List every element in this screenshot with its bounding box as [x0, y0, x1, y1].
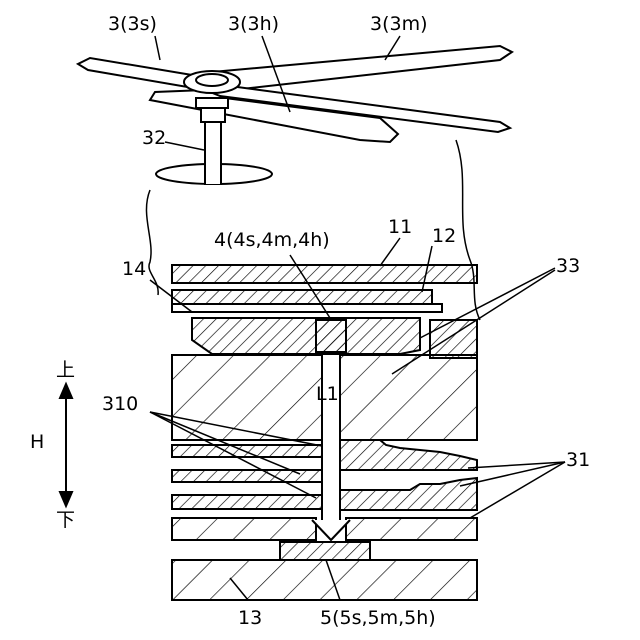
break-line-left: [146, 190, 158, 295]
hand-minute: [212, 46, 512, 92]
label-plate-12: 12: [432, 225, 456, 247]
element-4: [316, 320, 346, 352]
gear-layer-3r: [340, 478, 477, 510]
label-hand-minute: 3(3m): [370, 13, 428, 35]
body-33-right: [340, 355, 477, 440]
label-hand-hour: 3(3h): [228, 13, 279, 35]
label-dir-down: 下: [56, 509, 75, 531]
bottom-layer: [172, 518, 316, 540]
gear-layer-3: [172, 495, 322, 509]
label-fourth-element: 4(4s,4m,4h): [214, 229, 330, 251]
plate-14: [172, 304, 442, 312]
hand-hub-collar: [196, 98, 228, 108]
label-gear-31: 31: [566, 449, 590, 471]
label-plate-top: 11: [388, 216, 412, 238]
plate-12: [172, 290, 432, 304]
label-hand-second: 3(3s): [108, 13, 157, 35]
break-line-right: [456, 140, 480, 320]
section: [172, 265, 477, 600]
label-shaft: 32: [142, 127, 166, 149]
direction-arrow: [60, 384, 72, 506]
base-13: [172, 560, 477, 600]
hand-hub-inner: [196, 74, 228, 86]
bottom-layer-r: [346, 518, 477, 540]
label-plate-14: 14: [122, 258, 146, 280]
lens-block: [192, 318, 420, 354]
label-sensor-5: 5(5s,5m,5h): [320, 607, 436, 629]
gear-layer-2: [172, 470, 322, 482]
gear-layer-1: [172, 445, 322, 457]
label-light-path: L1: [316, 383, 339, 405]
light-path-arrow: [312, 520, 350, 540]
step-33: [430, 320, 477, 358]
gear-layer-1r: [340, 440, 477, 470]
label-gear-310: 310: [102, 393, 138, 415]
sensor-5: [280, 542, 370, 560]
label-body-33: 33: [556, 255, 580, 277]
label-base-13: 13: [238, 607, 262, 629]
body-33: [172, 355, 322, 440]
label-height: H: [30, 431, 44, 453]
label-dir-up: 上: [56, 359, 75, 381]
plate-11: [172, 265, 477, 283]
